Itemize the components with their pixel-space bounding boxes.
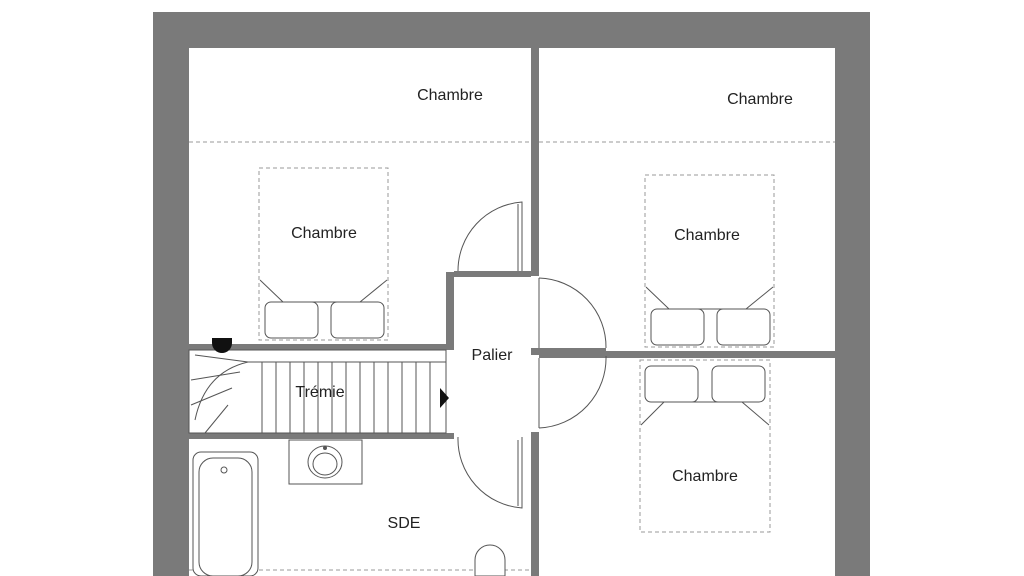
room-label-bedroom-right-top: Chambre xyxy=(674,227,740,244)
room-label-bathroom: SDE xyxy=(388,515,421,532)
door-bathroom xyxy=(457,436,523,509)
room-label-stairwell: Trémie xyxy=(295,384,344,401)
sink xyxy=(288,439,363,485)
room-label-bedroom-top-right: Chambre xyxy=(727,91,793,108)
room-label-landing: Palier xyxy=(472,347,514,364)
door-right-upper xyxy=(538,277,607,349)
room-label-bedroom-left-bed: Chambre xyxy=(291,225,357,242)
exterior-walls xyxy=(153,12,870,576)
stair-winder xyxy=(194,354,249,363)
stair-winder xyxy=(190,371,241,381)
bed-right-bottom xyxy=(639,359,771,533)
door-top-landing xyxy=(457,201,523,272)
bathtub xyxy=(192,451,259,576)
toilet xyxy=(474,544,506,576)
bed-right-top xyxy=(644,174,775,348)
door-right-lower xyxy=(538,355,607,429)
stair-winder xyxy=(204,404,229,434)
stair-winder xyxy=(190,387,233,406)
interior-walls xyxy=(189,48,835,576)
room-label-bedroom-right-bottom: Chambre xyxy=(672,468,738,485)
stairs xyxy=(188,338,449,434)
room-label-bedroom-top-left: Chambre xyxy=(417,87,483,104)
bed-left xyxy=(258,167,389,341)
